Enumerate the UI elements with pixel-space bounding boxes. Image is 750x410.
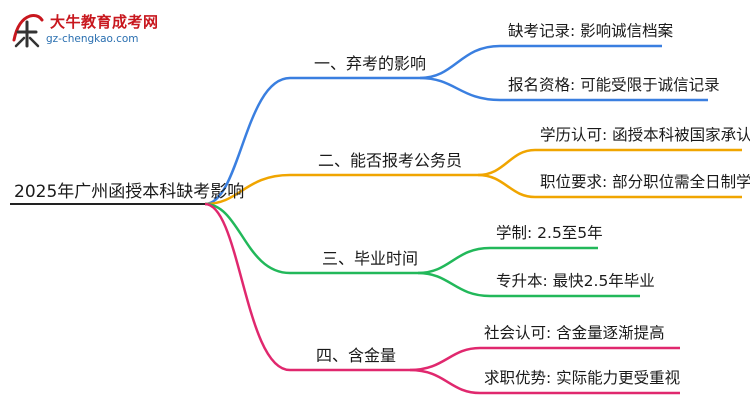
branch-1-label: 一、弃考的影响	[314, 54, 427, 73]
bull-logo-icon	[12, 14, 44, 48]
branch-4-connector	[204, 202, 291, 372]
branch-2-label: 二、能否报考公务员	[318, 151, 463, 170]
branch-3-leaf-1-connector	[417, 246, 491, 275]
branch-2-leaf-2-connector	[477, 173, 536, 199]
branch-3-leaf-2-connector	[417, 271, 491, 298]
branch-3-leaf-2: 专升本: 最快2.5年毕业	[496, 272, 655, 290]
branch-1-connector	[204, 76, 291, 206]
root-topic: 2025年广州函授本科缺考影响	[14, 182, 245, 202]
branch-1-leaf-2-connector	[419, 76, 501, 102]
branch-4-leaf-1-connector	[409, 346, 481, 372]
branch-1-leaf-1-connector	[419, 44, 501, 80]
branch-2-connector	[204, 173, 291, 206]
branch-4-leaf-2: 求职优势: 实际能力更受重视	[484, 369, 681, 387]
branch-2-leaf-1: 学历认可: 函授本科被国家承认	[540, 126, 750, 144]
branch-4-label: 四、含金量	[316, 346, 397, 365]
branch-1-leaf-2: 报名资格: 可能受限于诚信记录	[508, 76, 720, 94]
branch-2-leaf-2: 职位要求: 部分职位需全日制学历	[540, 173, 750, 191]
branch-3-leaf-1: 学制: 2.5至5年	[496, 224, 603, 242]
branch-3-connector	[204, 202, 291, 275]
site-logo[interactable]: 大牛教育成考网 gz-chengkao.com	[6, 8, 176, 54]
branch-2-leaf-1-connector	[477, 148, 536, 177]
logo-name: 大牛教育成考网	[50, 13, 159, 31]
branch-3-label: 三、毕业时间	[322, 249, 419, 268]
branch-4-leaf-2-connector	[409, 368, 481, 395]
branch-4-leaf-1: 社会认可: 含金量逐渐提高	[484, 324, 665, 342]
branch-1-leaf-1: 缺考记录: 影响诚信档案	[508, 22, 674, 40]
logo-url: gz-chengkao.com	[46, 33, 139, 45]
